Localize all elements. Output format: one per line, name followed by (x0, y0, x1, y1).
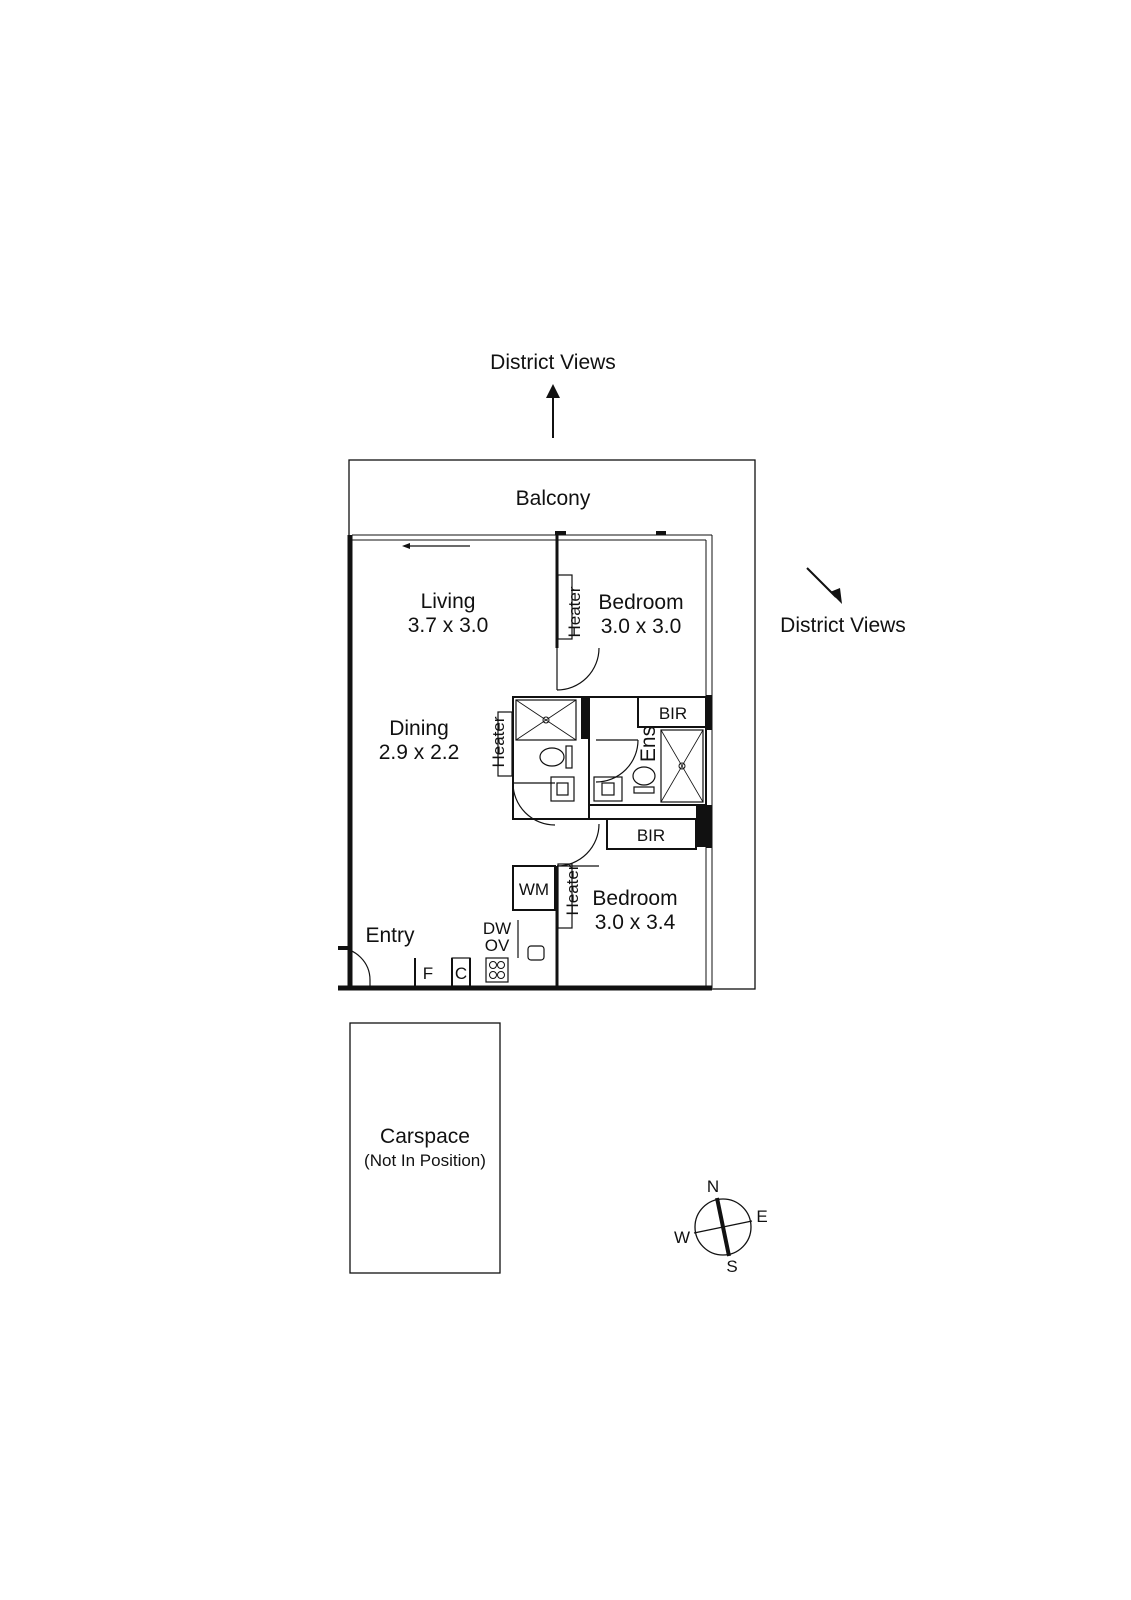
bir-upper-label: BIR (659, 704, 687, 723)
toilet-icon (539, 745, 573, 769)
cooktop-icon (485, 957, 509, 983)
bir-upper (637, 696, 707, 728)
heater-bedroom1-icon (557, 574, 573, 640)
living-label: Living (421, 590, 476, 613)
heater-dining-label: Heater (489, 716, 508, 767)
bedroom2-label: Bedroom (592, 887, 677, 910)
bedroom1-label: Bedroom (598, 591, 683, 614)
ensuite-toilet-icon (632, 766, 656, 794)
washing-machine (512, 865, 556, 911)
bir-lower-label: BIR (637, 826, 665, 845)
dishwasher-label: DW (483, 919, 511, 938)
carspace-outline (349, 1022, 501, 1274)
entry-label: Entry (365, 924, 415, 947)
fridge-label: F (423, 964, 433, 983)
heater-bedroom1-label: Heater (565, 586, 584, 637)
basin-icon (550, 776, 575, 802)
bedroom2-dims: 3.0 x 3.4 (595, 911, 676, 934)
living-dims: 3.7 x 3.0 (408, 614, 489, 637)
compass-icon (693, 1197, 753, 1257)
shower-icon (515, 699, 577, 741)
dining-label: Dining (389, 717, 449, 740)
ensuite-basin-icon (593, 776, 623, 802)
bedroom1-dims: 3.0 x 3.0 (601, 615, 682, 638)
washing-machine-label: WM (519, 880, 549, 899)
compass-s: S (726, 1257, 737, 1276)
north-arrow-icon (546, 384, 560, 438)
bedroom1-door-icon (556, 647, 600, 691)
east-arrow-icon (806, 567, 842, 604)
compass-n: N (707, 1177, 719, 1196)
ensuite-label: Ens (637, 726, 660, 762)
north-views-label: District Views (490, 351, 616, 374)
compass-e: E (756, 1207, 767, 1226)
bir-lower (606, 818, 697, 850)
carspace-note: (Not In Position) (364, 1151, 486, 1170)
compass-w: W (674, 1228, 690, 1247)
east-views-label: District Views (780, 614, 906, 637)
dining-dims: 2.9 x 2.2 (379, 741, 460, 764)
balcony-label: Balcony (516, 487, 591, 510)
cupboard-label: C (455, 964, 467, 983)
ensuite-shower-icon (660, 729, 704, 803)
ensuite-door-icon (595, 739, 639, 783)
entry-door-icon (337, 947, 371, 988)
carspace-label: Carspace (380, 1125, 470, 1148)
kitchen-bench (517, 920, 545, 961)
heater-bedroom2-label: Heater (563, 864, 582, 915)
cupboard-box (451, 957, 471, 987)
bathroom-door-icon (512, 782, 556, 826)
sliding-door-arrow-icon (402, 543, 470, 549)
heater-bedroom2-icon (557, 863, 573, 929)
oven-label: OV (485, 936, 510, 955)
bedroom2-door-icon (556, 823, 600, 867)
heater-dining-icon (497, 711, 513, 777)
